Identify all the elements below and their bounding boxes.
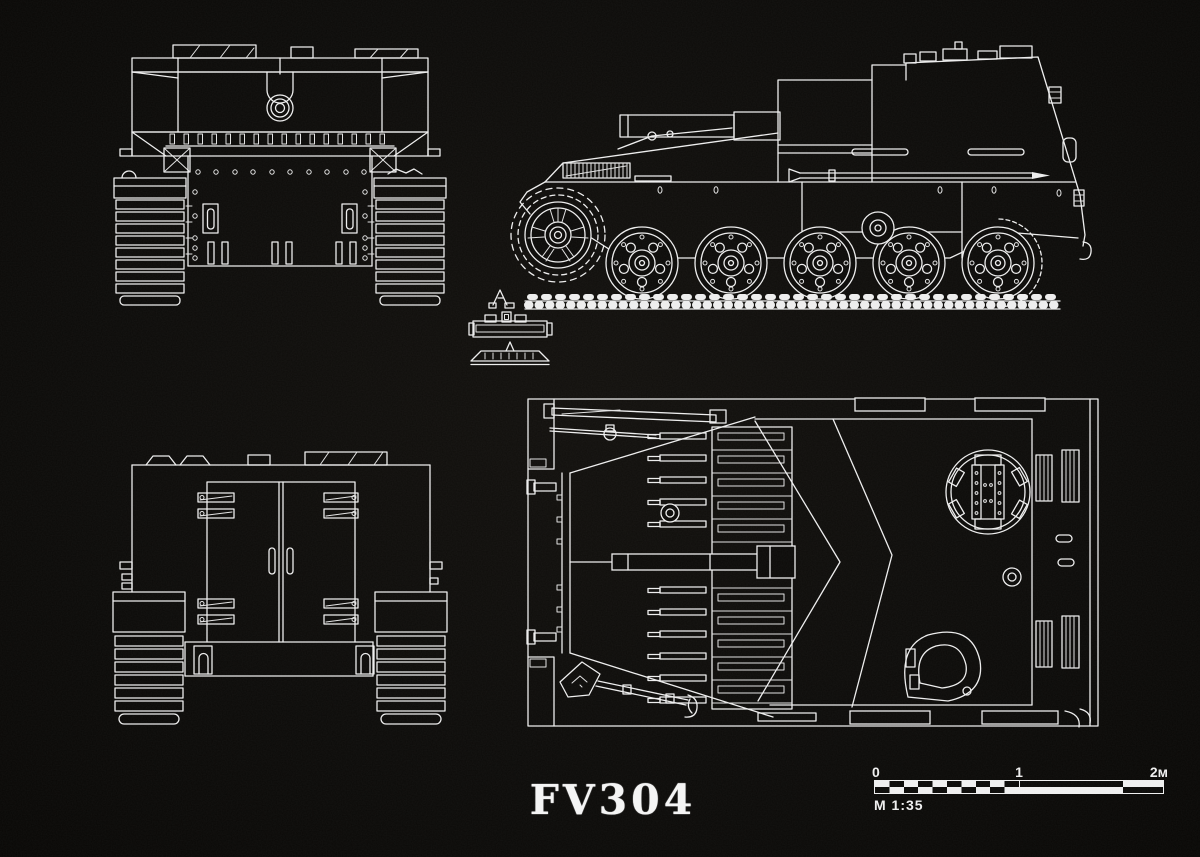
- side-wheels: [517, 194, 1035, 300]
- track-link-bracket: [488, 289, 515, 309]
- top-teardrop-hatch: [904, 631, 982, 702]
- scale-bar-segment: [1019, 787, 1163, 793]
- rear-view-drawing: [100, 440, 460, 750]
- track-link-detail-drawing: [465, 285, 560, 370]
- rear-roof: [131, 451, 431, 466]
- front-view-drawing: [100, 20, 460, 350]
- front-superstructure: [131, 44, 429, 133]
- track-link-side: [468, 311, 553, 338]
- page-title: FV304: [529, 776, 697, 824]
- rear-lower-plate: [184, 641, 375, 677]
- rear-right-track: [374, 591, 448, 725]
- scale-bar-tick-labels: 0 1 2м: [872, 764, 1168, 780]
- drive-sprocket: [517, 194, 599, 276]
- rear-hinges: [197, 492, 359, 625]
- front-left-track: [113, 170, 193, 306]
- scale-bar-segment: [875, 787, 1019, 793]
- rear-left-track: [112, 591, 186, 725]
- top-shovel-tool: [559, 661, 698, 718]
- top-gun: [611, 545, 796, 579]
- front-lower-hull: [165, 155, 395, 267]
- scale-tick-0: 0: [872, 764, 880, 780]
- top-view-drawing: [520, 395, 1105, 730]
- scale-tick-1: 1: [1015, 764, 1023, 780]
- top-round-hatch: [945, 449, 1031, 587]
- scale-ratio-label: M 1:35: [874, 797, 924, 813]
- front-fenders: [119, 131, 441, 173]
- top-right-fittings: [1035, 449, 1080, 669]
- scale-tick-2: 2м: [1149, 764, 1168, 780]
- return-roller: [861, 211, 895, 245]
- scale-bar: 0 1 2м M 1:35: [872, 764, 1168, 814]
- side-view-drawing: [500, 30, 1120, 330]
- track-link-plan: [470, 341, 550, 366]
- rear-doors: [197, 481, 359, 643]
- rear-walls: [119, 464, 443, 593]
- scale-bar-rule: [874, 780, 1164, 794]
- front-right-track: [367, 168, 447, 306]
